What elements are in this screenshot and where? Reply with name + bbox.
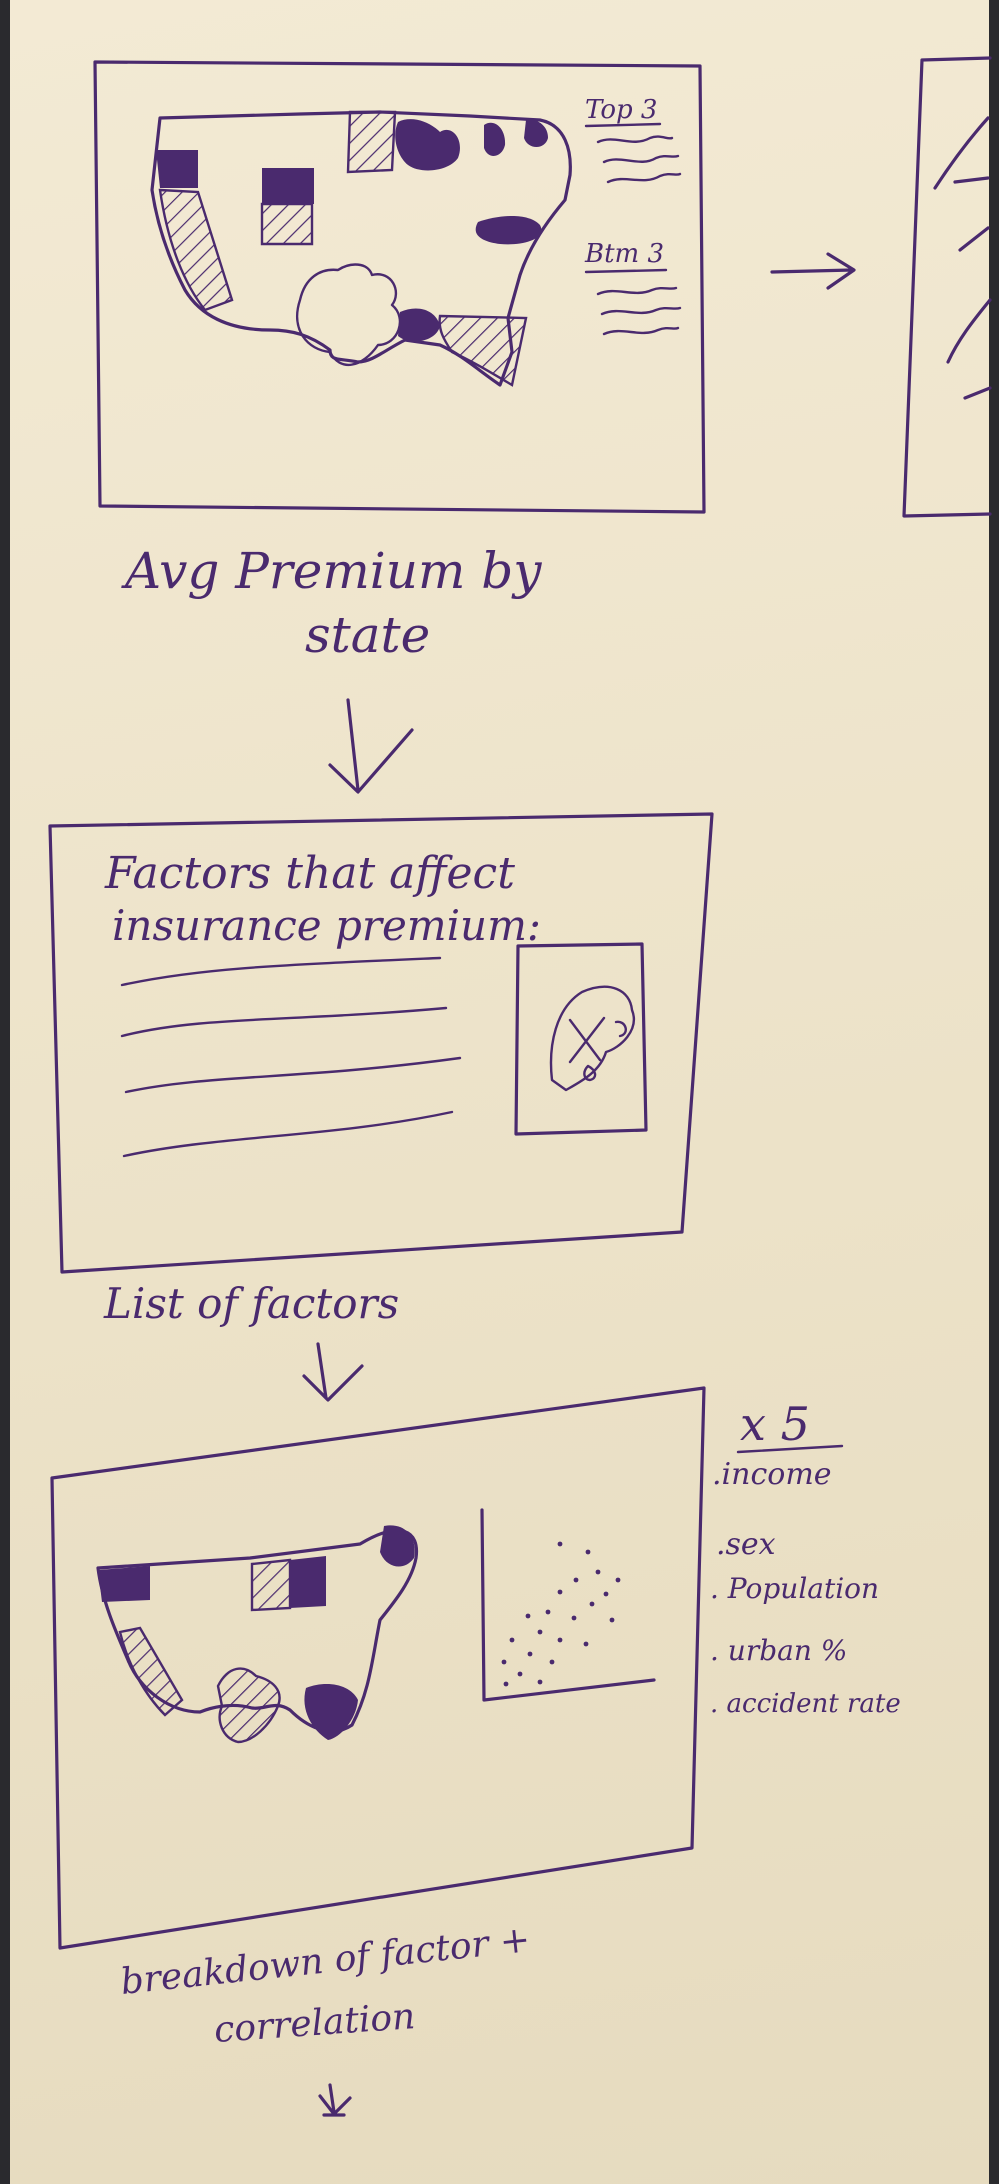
frame-2-storyboard: Factors that affect insurance premium: L… [48, 812, 714, 1402]
next-frame-partial-sketch [933, 116, 992, 400]
frame-2-heading-line-2: insurance premium: [112, 901, 541, 950]
frame-2-caption: List of factors [103, 1279, 399, 1328]
dark-state-southeast-small [304, 1684, 358, 1740]
top-3-line-1 [596, 135, 674, 144]
top-3-underline [584, 122, 662, 128]
bottom-3-line-1 [596, 286, 678, 296]
dark-state-great-lakes [395, 119, 460, 171]
scatter-plot-axes [480, 1508, 656, 1702]
factor-line-3 [124, 1056, 462, 1094]
frame-3-caption-line-1: breakdown of factor + [119, 1919, 532, 2003]
dark-state-southeast [398, 308, 440, 342]
us-map-sketch-small [96, 1525, 419, 1744]
factor-accident-rate: . accident rate [710, 1689, 901, 1719]
hatched-state-florida [438, 314, 528, 387]
left-page-edge [0, 0, 10, 2184]
dark-state-east [475, 216, 542, 245]
illustration-frame [514, 942, 648, 1136]
frame-1-caption-line-1: Avg Premium by [121, 542, 542, 600]
arrow-down-1 [328, 698, 414, 794]
right-page-edge [989, 0, 999, 2184]
frame-3-storyboard: x 5 .income .sex . Population . urban % … [50, 1386, 901, 2117]
bottom-3-line-3 [602, 326, 680, 336]
frame-1-caption-line-2: state [305, 606, 430, 664]
factor-line-4 [122, 1110, 454, 1158]
frame-1-border [93, 60, 706, 514]
us-map-outline [150, 110, 572, 387]
factor-income: .income [712, 1457, 832, 1492]
top-3-line-2 [602, 154, 680, 164]
dark-state-northeast [484, 122, 506, 156]
frame-3-border [50, 1386, 706, 1950]
hatched-state-central [260, 202, 314, 246]
top-3-line-3 [606, 172, 682, 184]
factor-urban-percent: . urban % [710, 1634, 847, 1667]
dark-state-central-small [290, 1556, 326, 1608]
hatched-state-west-coast [158, 188, 234, 312]
texas-outline [296, 263, 402, 367]
frame-2-border [48, 812, 714, 1274]
dark-state-northeast-small [380, 1525, 415, 1567]
frame-3-caption-line-2: correlation [213, 1996, 417, 2051]
bottom-3-underline [584, 268, 668, 274]
arrow-right-to-next-frame [770, 252, 856, 290]
top-3-label: Top 3 [585, 95, 657, 125]
multiplier-underline [736, 1444, 844, 1454]
factor-sex: .sex [716, 1527, 776, 1562]
factor-line-1 [120, 956, 442, 987]
factor-line-2 [120, 1006, 448, 1038]
hatched-state-central-small [250, 1558, 292, 1612]
bottom-3-line-2 [600, 306, 682, 316]
dark-state-nw [156, 150, 198, 188]
frame-2-heading-line-1: Factors that affect [104, 848, 515, 899]
multiplier-label: x 5 [740, 1397, 810, 1451]
frame-1-storyboard: Top 3 Btm 3 Avg Premium by state [93, 56, 992, 794]
scatter-plot-points [501, 1541, 621, 1687]
arrow-down-3 [318, 2083, 352, 2117]
us-map-sketch [150, 110, 572, 387]
dark-state-new-england [524, 119, 548, 147]
arrow-down-2 [302, 1342, 364, 1402]
factor-population: . Population [710, 1572, 879, 1605]
bottom-3-label: Btm 3 [584, 239, 664, 269]
hatched-state-west-small [118, 1626, 184, 1717]
dark-state-central [262, 168, 314, 204]
hatched-state-north [346, 110, 397, 174]
dark-state-nw-small [98, 1566, 150, 1602]
hatched-state-texas-small [216, 1667, 281, 1744]
car-crash-illustration [549, 985, 635, 1092]
next-frame-partial-border [902, 56, 992, 518]
